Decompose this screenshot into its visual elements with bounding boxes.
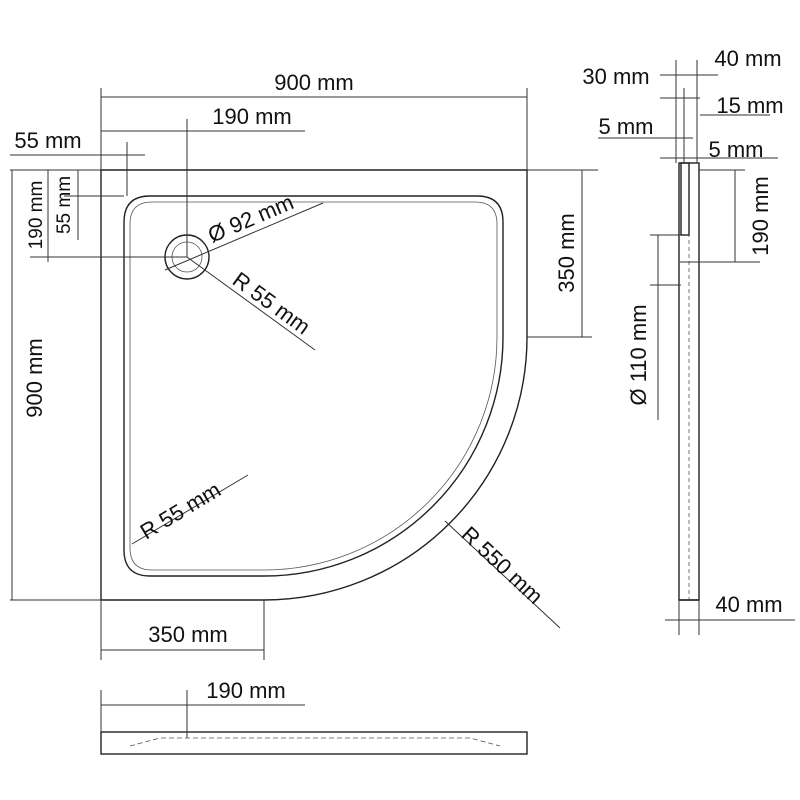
bottom-straight-label: 350 mm <box>148 622 227 647</box>
inner-step-label: 15 mm <box>716 93 783 118</box>
drain-radius-label: R 55 mm <box>228 267 315 340</box>
front-view-hidden-line <box>129 737 501 747</box>
arc-radius-label: R 550 mm <box>457 521 548 608</box>
tray-outer-outline <box>100 169 528 601</box>
corner-radius-label: R 55 mm <box>136 477 225 544</box>
front-view-body <box>100 731 528 755</box>
offset-y-label: 55 mm <box>54 176 75 234</box>
drain-depth-label: 190 mm <box>748 176 773 255</box>
base-height-label: 40 mm <box>715 592 782 617</box>
drain-diameter-label: Ø 92 mm <box>204 189 297 247</box>
drain-y-label: 190 mm <box>26 181 47 250</box>
height-label: 900 mm <box>22 338 47 417</box>
rim-width-label: 30 mm <box>582 64 649 89</box>
top-view: 900 mm 190 mm 55 mm 900 mm 190 mm 55 mm … <box>10 70 598 660</box>
side-drain-diameter-label: Ø 110 mm <box>626 304 651 405</box>
width-label: 900 mm <box>274 70 353 95</box>
side-view-drain-channel <box>680 162 690 236</box>
offset-x-label: 55 mm <box>14 128 81 153</box>
front-view: 190 mm <box>100 678 528 755</box>
front-drain-x-label: 190 mm <box>206 678 285 703</box>
side-straight-label: 350 mm <box>554 213 579 292</box>
rim-top-label: 40 mm <box>714 46 781 71</box>
drain-x-label: 190 mm <box>212 104 291 129</box>
lip-right-label: 5 mm <box>709 137 764 162</box>
lip-left-label: 5 mm <box>599 114 654 139</box>
tray-inner-lip <box>129 201 498 571</box>
tray-inner-outline <box>123 195 504 577</box>
side-view: 30 mm 40 mm 15 mm 5 mm 5 mm 190 mm Ø 110… <box>582 46 795 635</box>
